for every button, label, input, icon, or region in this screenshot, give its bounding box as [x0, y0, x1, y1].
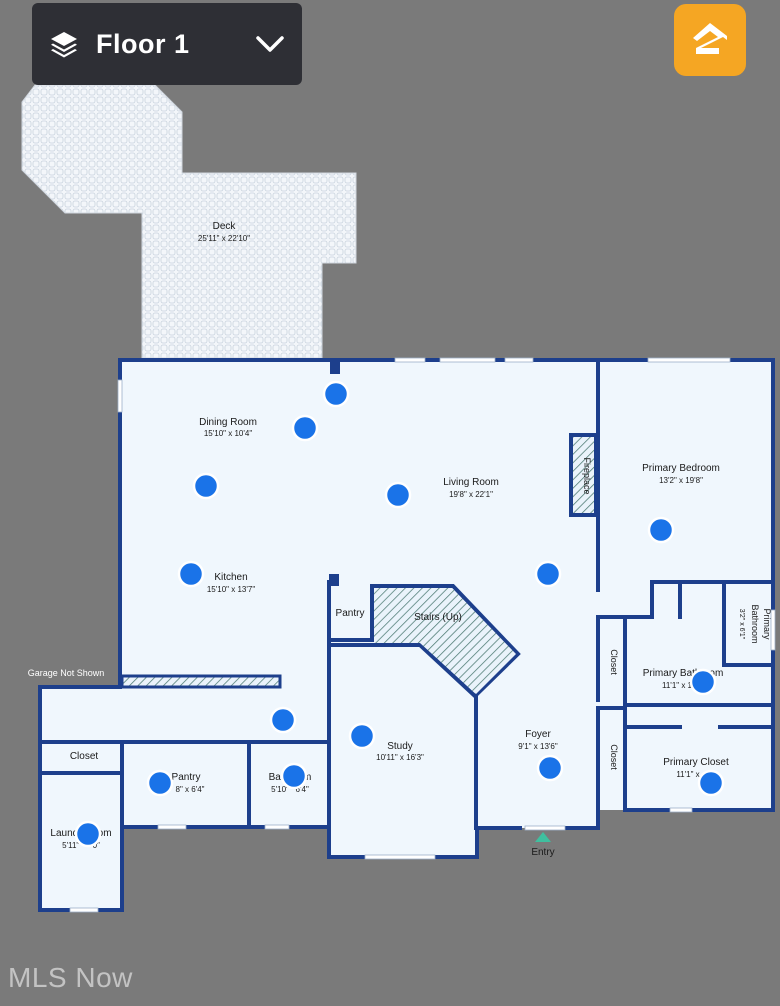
wall-post	[330, 360, 340, 374]
hotspot[interactable]	[192, 472, 220, 500]
hotspot[interactable]	[146, 769, 174, 797]
room-name-primary-bath: Primary Bathroom	[643, 668, 724, 679]
layers-icon	[48, 28, 80, 60]
entry-marker	[535, 832, 551, 842]
room-dims-primary-closet: 11'1" x	[676, 770, 699, 779]
room-dims-bathroom: 5'10" 6'4"	[271, 785, 309, 794]
room-dims-living: 19'8" x 22'1"	[449, 490, 493, 499]
room-name-closet-left: Closet	[70, 751, 99, 762]
hotspot[interactable]	[348, 722, 376, 750]
room-name-pantry-small: Pantry	[336, 608, 365, 619]
entry-label: Entry	[531, 847, 554, 858]
hotspot[interactable]	[322, 380, 350, 408]
kitchen-counter	[120, 674, 282, 689]
room-dims-foyer: 9'1" x 13'6"	[518, 742, 558, 751]
room-dims-primary-bath: 11'1" x 1	[662, 681, 693, 690]
room-name-closet-lower: Closet	[609, 744, 619, 770]
room-dims-dining: 15'10" x 10'4"	[204, 429, 252, 438]
hotspot[interactable]	[291, 414, 319, 442]
watermark: MLS Now	[8, 962, 133, 993]
zillow-logo-icon[interactable]	[674, 4, 746, 76]
room-dims-deck: 25'11" x 22'10"	[198, 234, 250, 243]
hotspot[interactable]	[74, 820, 102, 848]
fireplace-hatch	[573, 437, 594, 513]
room-name-primary-closet: Primary Closet	[663, 757, 729, 768]
hotspot[interactable]	[647, 516, 675, 544]
room-dims-pantry: 8" x 6'4"	[176, 785, 205, 794]
room-name-bedroom: Primary Bedroom	[642, 463, 720, 474]
floor-label: Floor 1	[96, 28, 190, 59]
room-name-bath-small-2: Bathroom	[750, 604, 760, 643]
windows	[69, 357, 776, 913]
stairs-hatch	[374, 588, 516, 694]
room-dims-study: 10'11" x 16'3"	[376, 753, 424, 762]
chevron-down-icon	[254, 33, 286, 55]
room-name-closet-mid: Closet	[609, 649, 619, 675]
room-name-pantry: Pantry	[172, 772, 201, 783]
room-name-living: Living Room	[443, 477, 499, 488]
wall-post	[329, 574, 339, 586]
walls	[38, 358, 775, 912]
hotspots	[74, 380, 725, 848]
room-dims-bedroom: 13'2" x 19'8"	[659, 476, 703, 485]
floor-selector-button[interactable]: Floor 1	[32, 3, 302, 85]
room-name-kitchen: Kitchen	[214, 572, 247, 583]
room-name-deck: Deck	[213, 221, 237, 232]
room-name-study: Study	[387, 741, 413, 752]
hotspot[interactable]	[697, 769, 725, 797]
room-name-fireplace: Fireplace	[582, 457, 592, 494]
room-name-dining: Dining Room	[199, 417, 257, 428]
room-dims-bath-small: 3'2" x 6'1"	[738, 609, 745, 640]
hotspot[interactable]	[689, 668, 717, 696]
room-dims-kitchen: 15'10" x 13'7"	[207, 585, 255, 594]
hotspot[interactable]	[280, 762, 308, 790]
hotspot[interactable]	[269, 706, 297, 734]
room-name-bath-small-1: Primary	[762, 609, 772, 640]
deck-area	[21, 84, 357, 359]
room-name-stairs: Stairs (Up)	[414, 612, 462, 623]
hotspot[interactable]	[177, 560, 205, 588]
garage-note: Garage Not Shown	[28, 668, 105, 678]
room-name-foyer: Foyer	[525, 729, 551, 740]
hotspot[interactable]	[536, 754, 564, 782]
hotspot[interactable]	[534, 560, 562, 588]
room-dims-laundry: 5'11" 0"	[62, 841, 100, 850]
hotspot[interactable]	[384, 481, 412, 509]
